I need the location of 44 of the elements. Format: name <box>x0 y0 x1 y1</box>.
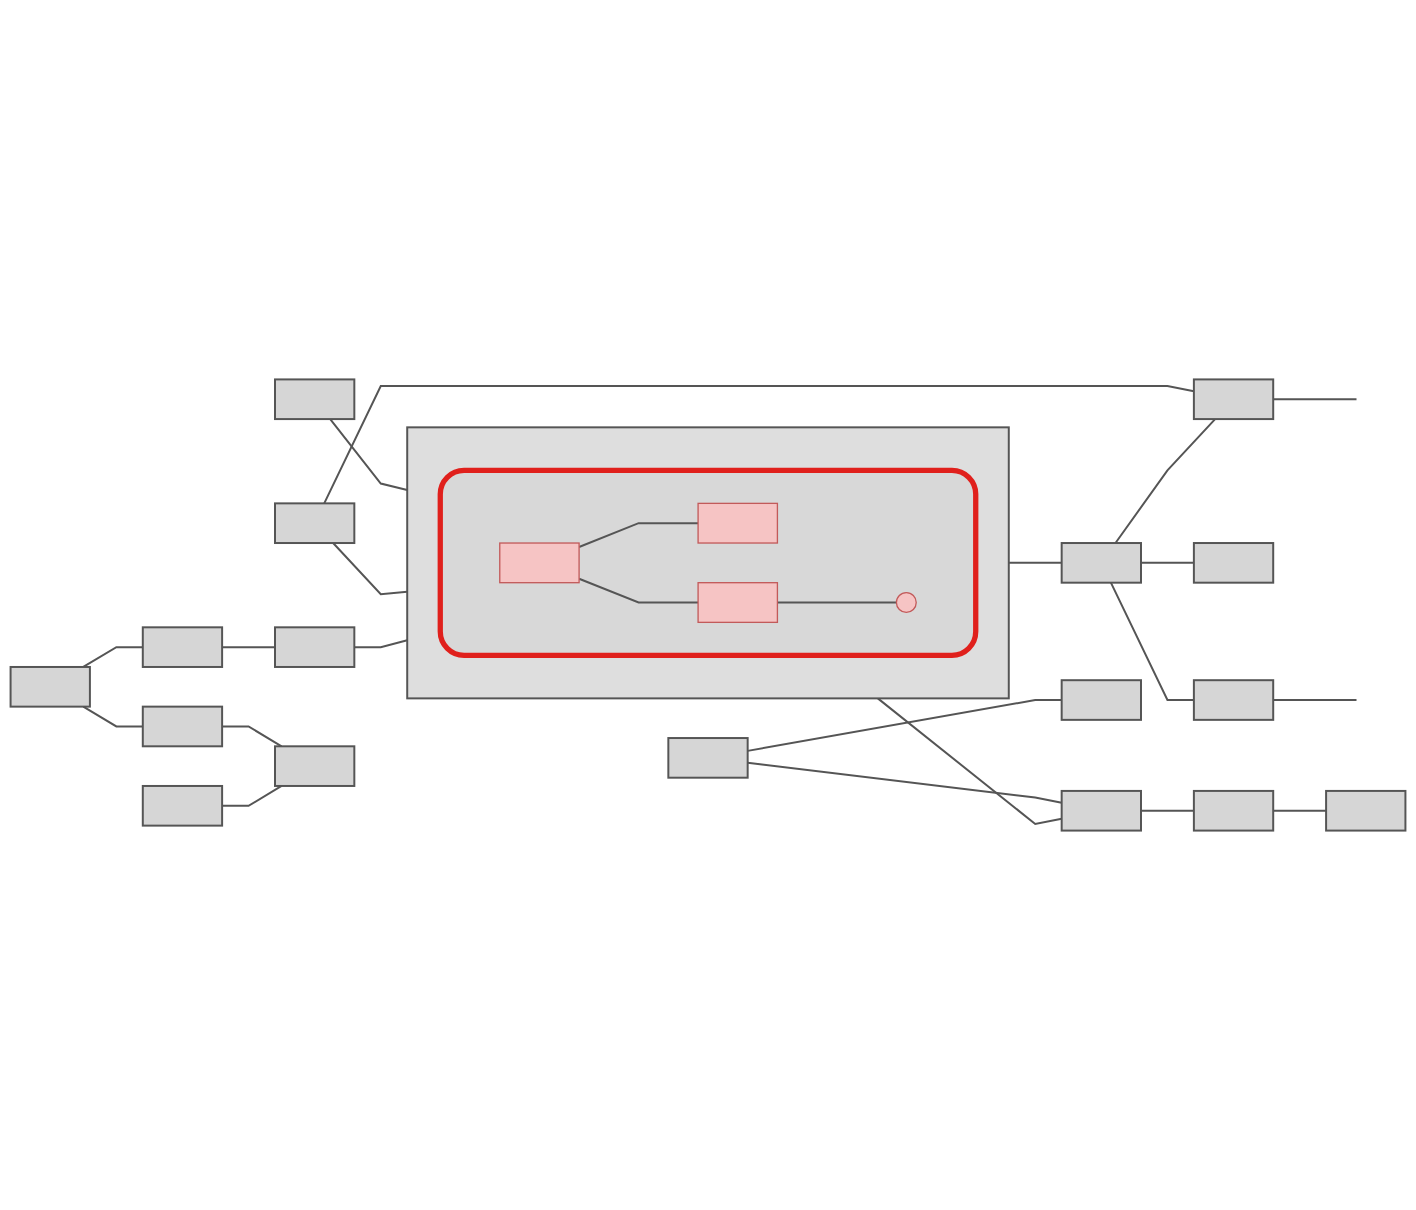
connector-line <box>329 418 409 491</box>
connector-line <box>776 601 898 604</box>
process-box <box>274 745 356 787</box>
process-box <box>141 626 224 668</box>
connector-line <box>1272 398 1358 401</box>
process-box <box>697 582 779 623</box>
process-box <box>1192 542 1275 584</box>
connector-line <box>1109 581 1195 701</box>
connector-line <box>221 646 276 649</box>
process-box <box>1192 789 1275 832</box>
process-box <box>1192 378 1275 421</box>
process-box <box>141 705 224 748</box>
process-box <box>1325 789 1407 832</box>
connector-line <box>876 697 1063 826</box>
connector-line <box>221 725 283 748</box>
connector-line <box>1140 561 1195 564</box>
connector-line <box>578 577 700 604</box>
connector-line <box>1007 561 1063 564</box>
connector-line <box>1140 809 1195 812</box>
connector-line <box>1272 809 1328 812</box>
connector-line <box>578 522 700 548</box>
process-box <box>1060 679 1142 721</box>
connector-line <box>746 761 1063 804</box>
connector-line <box>746 699 1063 752</box>
process-box <box>274 378 356 421</box>
connector-line <box>332 542 409 596</box>
connector-line <box>323 385 1195 505</box>
process-box <box>141 785 224 827</box>
process-box <box>274 502 356 544</box>
connector-line <box>353 639 409 649</box>
connector-line <box>221 785 283 807</box>
process-box <box>274 626 356 668</box>
process-box <box>1060 789 1142 832</box>
ellipse-node <box>895 591 917 614</box>
connector-line <box>1272 699 1358 701</box>
connector-line <box>1114 418 1217 544</box>
process-box <box>9 666 91 708</box>
process-box <box>1060 542 1142 584</box>
connector-line <box>82 705 144 728</box>
connector-line <box>82 646 144 668</box>
process-box <box>697 502 779 544</box>
process-box <box>499 542 580 584</box>
process-box <box>1192 679 1275 721</box>
process-box <box>667 737 749 779</box>
